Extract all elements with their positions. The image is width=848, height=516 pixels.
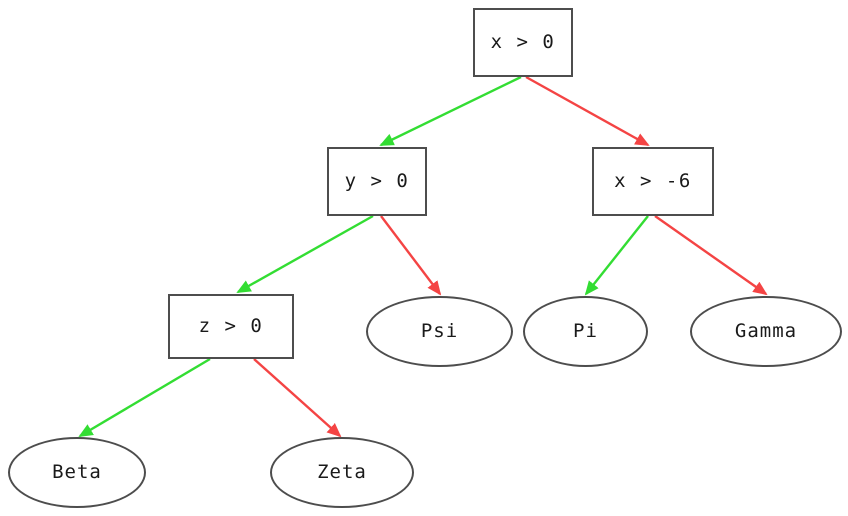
node-y-test[interactable]: y > 0	[327, 147, 427, 216]
node-pi[interactable]: Pi	[523, 296, 648, 367]
node-gamma[interactable]: Gamma	[690, 296, 842, 367]
node-root[interactable]: x > 0	[473, 8, 573, 77]
node-psi[interactable]: Psi	[366, 296, 513, 367]
edge-root-true	[379, 75, 522, 147]
node-zeta[interactable]: Zeta	[270, 437, 414, 508]
edge-xneg6-true	[584, 215, 649, 296]
node-label-y-test: y > 0	[344, 170, 410, 192]
node-label-gamma: Gamma	[734, 320, 798, 342]
node-label-beta: Beta	[52, 461, 102, 483]
node-label-pi: Pi	[573, 320, 598, 342]
node-z-test[interactable]: z > 0	[168, 294, 294, 359]
node-label-psi: Psi	[420, 320, 459, 342]
edge-z-false	[253, 358, 342, 438]
edge-xneg6-false	[654, 215, 768, 296]
node-x-neg6-test[interactable]: x > -6	[592, 147, 714, 216]
node-label-x-neg6-test: x > -6	[614, 170, 692, 192]
edge-root-false	[525, 75, 650, 147]
edge-y-false	[380, 215, 442, 296]
node-label-z-test: z > 0	[198, 315, 264, 337]
node-label-root: x > 0	[490, 31, 556, 53]
edge-y-true	[236, 214, 374, 294]
node-beta[interactable]: Beta	[8, 437, 146, 508]
edge-z-true	[78, 357, 211, 438]
node-label-zeta: Zeta	[317, 461, 367, 483]
